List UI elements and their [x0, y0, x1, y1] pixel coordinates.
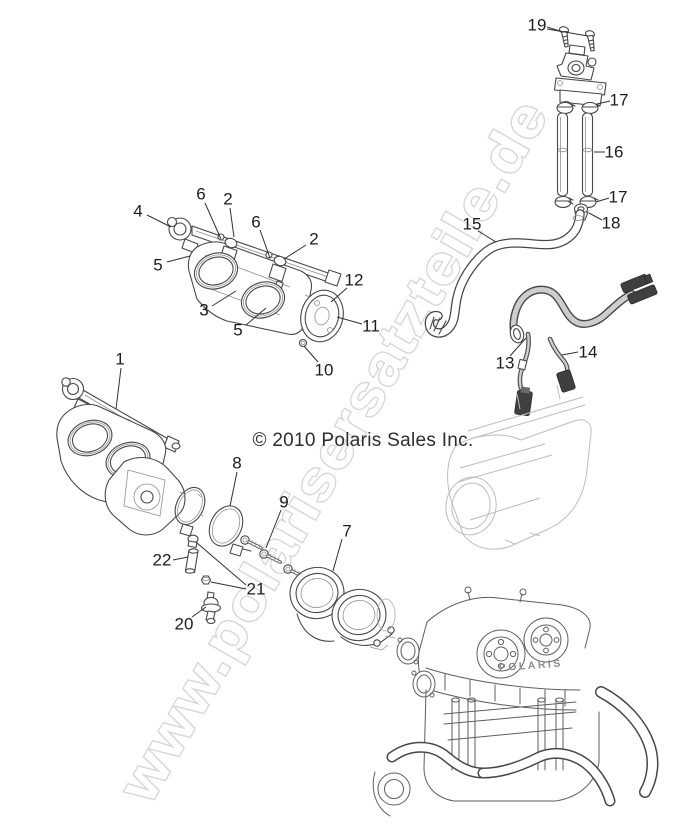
callout-3: 3 [199, 301, 208, 320]
callout-5: 5 [153, 256, 162, 275]
fuel-injector-2b [273, 255, 287, 267]
harness-clip-13 [517, 358, 528, 371]
callout-6: 6 [196, 185, 205, 204]
callout-4: 4 [133, 202, 142, 221]
leader-line-6 [259, 229, 271, 259]
leader-line-1 [115, 367, 122, 410]
leader-line-12 [330, 287, 348, 303]
leader-line-13 [509, 337, 527, 357]
engine-block: POLARIS [372, 586, 659, 817]
leader-line-5 [166, 255, 191, 263]
copyright-text: © 2010 Polaris Sales Inc. [252, 430, 473, 451]
callout-11: 11 [362, 317, 380, 336]
leader-line-4 [146, 214, 172, 228]
callout-5: 5 [233, 321, 242, 340]
throttle-body-exploded [166, 216, 344, 348]
callout-13: 13 [496, 354, 515, 373]
fuel-hoses-16 [556, 112, 594, 197]
leader-line-9 [265, 509, 282, 549]
throttle-body-assembly-1 [56, 377, 206, 537]
callout-20: 20 [175, 615, 194, 634]
callout-7: 7 [342, 522, 351, 541]
cam-gear [523, 617, 569, 663]
callout-8: 8 [232, 454, 241, 473]
leader-line-18 [588, 212, 603, 221]
leader-line-7 [332, 538, 343, 572]
callout-6: 6 [251, 213, 260, 232]
leader-line-3 [211, 290, 237, 307]
leader-line-6 [204, 202, 222, 240]
fuel-pressure-regulator [553, 44, 607, 111]
callout-16: 16 [605, 143, 624, 162]
attached-clamp [174, 486, 206, 526]
fuel-injector-2 [224, 237, 238, 249]
leader-line-10 [303, 345, 319, 363]
drain-parts-20-21-22 [184, 534, 222, 625]
callout-17: 17 [610, 91, 629, 110]
leader-line-8 [229, 471, 238, 507]
leader-line-14 [561, 351, 579, 356]
installed-assembly-ghost [445, 384, 592, 550]
leader-line-20 [191, 606, 207, 618]
hose-clamp-8 [208, 505, 252, 557]
callout-1: 1 [115, 350, 124, 369]
leader-line-15 [477, 230, 497, 243]
leader-line-22 [172, 556, 189, 561]
callout-18: 18 [602, 214, 621, 233]
fuel-supply-hose-15 [424, 209, 585, 338]
bolt-10 [298, 338, 308, 348]
wiring-harness [509, 273, 658, 416]
leader-line-17 [596, 100, 611, 105]
leader-line-5 [245, 307, 267, 326]
leader-line-19 [546, 28, 589, 37]
leader-line-21 [196, 542, 247, 586]
callout-9: 9 [279, 493, 288, 512]
callout-22: 22 [153, 551, 172, 570]
leader-line-21 [210, 581, 247, 590]
callout-15: 15 [463, 215, 482, 234]
leader-line-17 [595, 197, 610, 203]
engine-brand-label: POLARIS [498, 658, 563, 674]
callout-17: 17 [609, 188, 628, 207]
callout-2: 2 [223, 190, 232, 209]
callout-19: 19 [528, 16, 547, 35]
callout-21: 21 [247, 580, 266, 599]
callout-12: 12 [345, 271, 364, 290]
callout-10: 10 [315, 361, 334, 380]
callout-2: 2 [309, 230, 318, 249]
leader-line-11 [336, 316, 363, 325]
leader-line-2 [229, 207, 235, 238]
hose-clamps-17 [554, 101, 601, 209]
harness-connectors-14 [620, 273, 658, 305]
intake-boots-7 [289, 566, 396, 651]
callout-14: 14 [579, 343, 598, 362]
leader-line-2 [283, 244, 307, 260]
